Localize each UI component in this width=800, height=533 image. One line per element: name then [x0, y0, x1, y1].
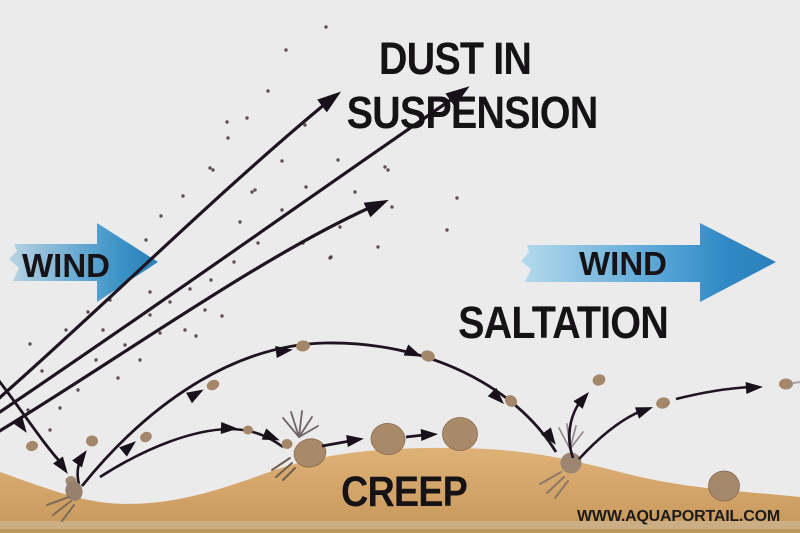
- ground-bottom-band: [0, 521, 800, 529]
- left-impact-splash: [46, 435, 98, 522]
- creep-grain: [281, 439, 293, 449]
- title-dust-line1: DUST IN: [378, 33, 532, 84]
- wind-label-left: WIND: [22, 247, 110, 284]
- wind-arrow-left: [9, 223, 158, 302]
- wind-label-right: WIND: [579, 245, 667, 282]
- suspension-curve-1: [0, 102, 327, 400]
- ground: [0, 447, 800, 533]
- saltation-low-arc: [99, 422, 284, 479]
- creep-rock-1: [293, 438, 327, 468]
- creep-rock-3: [442, 417, 478, 451]
- saltation-label: SALTATION: [458, 297, 669, 348]
- dust-particles: [26, 25, 459, 432]
- suspension-trajectories: [0, 95, 456, 433]
- ground-rock: [708, 470, 740, 502]
- suspension-curve-3: [0, 206, 370, 433]
- watermark: WWW.AQUAPORTAIL.COM: [577, 508, 780, 525]
- suspension-arrowheads: [317, 86, 470, 218]
- saltation-main-arc: [80, 340, 558, 487]
- incoming-trajectory-left: [0, 379, 68, 474]
- wind-arrow-right: [521, 223, 776, 302]
- right-impact-splash: [539, 374, 800, 499]
- creep-label: CREEP: [341, 468, 468, 516]
- suspension-curve-2: [0, 95, 456, 414]
- creep-rock-2: [370, 423, 406, 455]
- title-dust-line2: SUSPENSION: [346, 87, 599, 138]
- creep-rocks: [271, 410, 478, 481]
